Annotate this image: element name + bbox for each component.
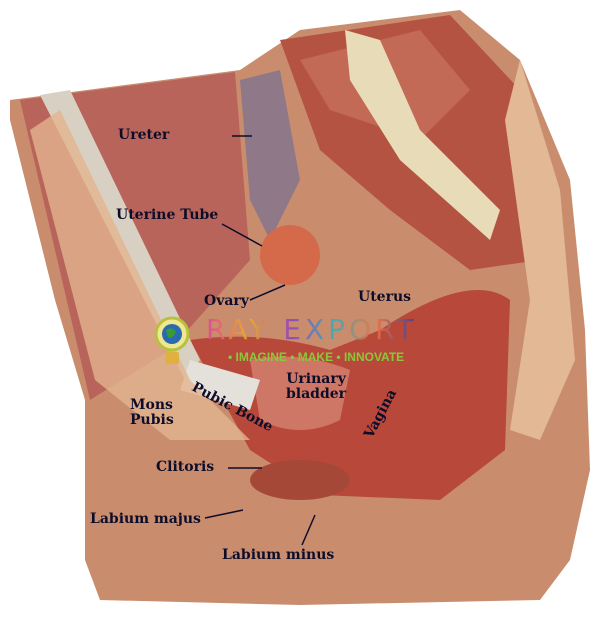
label-mons-pubis: Mons Pubis (130, 398, 174, 428)
watermark: RAY EXPORT • IMAGINE • MAKE • INNOVATE (150, 314, 470, 368)
watermark-brand: RAY EXPORT (206, 313, 418, 346)
label-mons-pubis-line2: Pubis (130, 412, 174, 428)
label-uterus: Uterus (358, 289, 412, 305)
label-urinary-bladder-line1: Urinary (286, 371, 346, 387)
arrow-labium-minus (301, 514, 316, 546)
label-uterine-tube: Uterine Tube (116, 207, 219, 223)
label-mons-pubis-line1: Mons (130, 397, 173, 413)
label-labium-minus: Labium minus (222, 547, 335, 563)
arrow-labium-majus (204, 509, 244, 519)
watermark-tagline: • IMAGINE • MAKE • INNOVATE (228, 350, 405, 364)
arrow-ovary (249, 284, 286, 301)
label-ovary: Ovary (204, 293, 249, 309)
label-urinary-bladder-line2: bladder (286, 386, 347, 402)
label-ureter: Ureter (118, 127, 170, 143)
label-urinary-bladder: Urinary bladder (286, 372, 346, 402)
label-labium-majus: Labium majus (90, 511, 201, 527)
arrow-uterine-tube (221, 223, 263, 247)
lightbulb-globe-icon (154, 316, 190, 364)
label-clitoris: Clitoris (156, 459, 215, 475)
